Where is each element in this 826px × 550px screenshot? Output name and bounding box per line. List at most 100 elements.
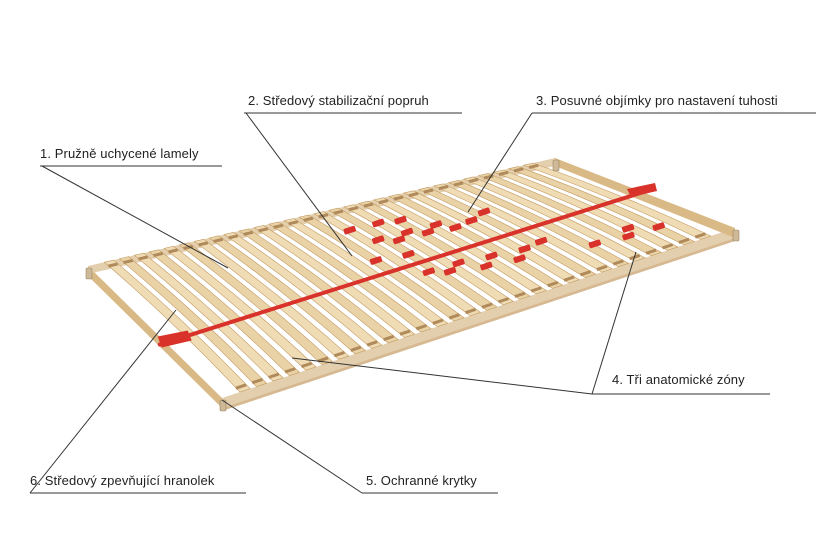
- slat-holder: [481, 302, 493, 309]
- sleeve-slider: [443, 266, 457, 276]
- slat-holder: [468, 177, 479, 184]
- sleeve-slider: [402, 250, 415, 259]
- slats: [103, 162, 712, 393]
- slat-holder: [448, 313, 460, 320]
- slat: [118, 256, 268, 387]
- sleeve-slider: [400, 227, 414, 237]
- protective-cap: [552, 159, 560, 172]
- label-protective-caps: 5. Ochranné krytky: [366, 473, 477, 488]
- slat: [268, 221, 432, 333]
- slat-holder: [453, 181, 464, 187]
- slat-holder: [498, 170, 509, 176]
- label-center-reinforcing-bar: 6. Středový zpevňující hranolek: [30, 473, 215, 488]
- slat: [133, 252, 284, 382]
- leader-pointer: [245, 112, 353, 257]
- sleeve-slider: [429, 220, 443, 229]
- slat: [238, 228, 399, 344]
- slat-holder: [228, 234, 239, 240]
- slat: [298, 214, 465, 322]
- slat-holder: [251, 377, 263, 385]
- slat-holder: [366, 340, 378, 347]
- slat-holder: [530, 286, 542, 293]
- slat-holder: [213, 237, 224, 243]
- frame-right-end: [555, 158, 735, 238]
- sleeve-slider: [477, 207, 491, 217]
- slat-holder: [662, 243, 674, 250]
- slat-holder: [168, 248, 179, 254]
- slat-holder: [514, 291, 526, 298]
- slat-holder: [645, 248, 657, 255]
- slat-holder: [153, 251, 164, 258]
- slat-holder: [273, 223, 284, 229]
- leader-pointer: [467, 112, 533, 213]
- slat-holder: [198, 241, 209, 247]
- slat-holder: [547, 280, 559, 288]
- frame-front-rail-shadow: [222, 238, 735, 411]
- adjustable-sliders: [343, 207, 665, 277]
- slat: [103, 259, 251, 393]
- sleeve-slider: [518, 244, 531, 254]
- label-center-strap: 2. Středový stabilizační popruh: [248, 93, 429, 108]
- leader-pointer: [591, 251, 637, 395]
- sleeve-slider: [485, 251, 498, 261]
- slat-holder: [694, 232, 706, 239]
- slat-holder: [138, 255, 149, 261]
- slat: [313, 211, 482, 317]
- slat: [178, 242, 333, 366]
- center-stabilizing-strap: [157, 183, 657, 348]
- sleeve-slider: [513, 254, 526, 264]
- slat: [402, 190, 580, 284]
- sleeve-slider: [452, 258, 465, 268]
- slat: [358, 200, 531, 300]
- slat: [283, 218, 449, 327]
- slat-holder: [497, 297, 510, 304]
- label-sliding-sleeves: 3. Posuvné objímky pro nastavení tuhosti: [536, 93, 778, 108]
- slat-holder: [108, 262, 119, 268]
- protective-cap: [219, 399, 227, 412]
- sleeve-slider: [372, 218, 385, 228]
- slat: [193, 238, 350, 360]
- slat-holder: [528, 163, 539, 169]
- slat-holder: [318, 213, 329, 219]
- slat-holder: [268, 372, 280, 379]
- frame-front-rail: [222, 228, 735, 408]
- slat-holder: [612, 259, 624, 266]
- slat-holder: [678, 237, 690, 244]
- leader-pointer: [29, 309, 177, 494]
- strap-end-right: [627, 183, 657, 197]
- sleeve-slider: [480, 261, 493, 271]
- slat-holder: [432, 318, 444, 325]
- slat-holder: [317, 356, 329, 363]
- strap-line: [157, 187, 655, 347]
- slat-holder: [288, 220, 299, 226]
- slat-holder: [378, 199, 389, 205]
- slat: [208, 235, 366, 355]
- slat-holder: [243, 230, 254, 236]
- slat: [253, 225, 416, 338]
- sleeve-slider: [621, 223, 635, 233]
- sleeve-slider: [449, 223, 462, 232]
- slat-holder: [465, 307, 477, 315]
- slat-holder: [393, 195, 404, 201]
- protective-cap: [732, 229, 740, 242]
- leader-pointer: [221, 399, 363, 494]
- slat-holder: [596, 264, 608, 271]
- slat-holder: [350, 345, 362, 352]
- protective-cap: [85, 267, 93, 280]
- slat-holder: [284, 367, 296, 374]
- label-flexible-slats: 1. Pružně uchycené lamely: [40, 146, 199, 161]
- leader-pointer: [291, 357, 593, 395]
- slat-holder: [333, 351, 345, 358]
- sleeve-slider: [652, 222, 665, 231]
- sleeve-slider: [622, 231, 635, 241]
- sleeve-slider: [465, 216, 478, 225]
- slat-holder: [438, 184, 449, 191]
- slat-holder: [579, 270, 592, 277]
- sleeve-slider: [421, 227, 435, 237]
- sleeve-slider: [343, 225, 357, 235]
- slat-holder: [399, 329, 411, 336]
- sleeve-slider: [394, 215, 407, 225]
- slat: [163, 245, 317, 371]
